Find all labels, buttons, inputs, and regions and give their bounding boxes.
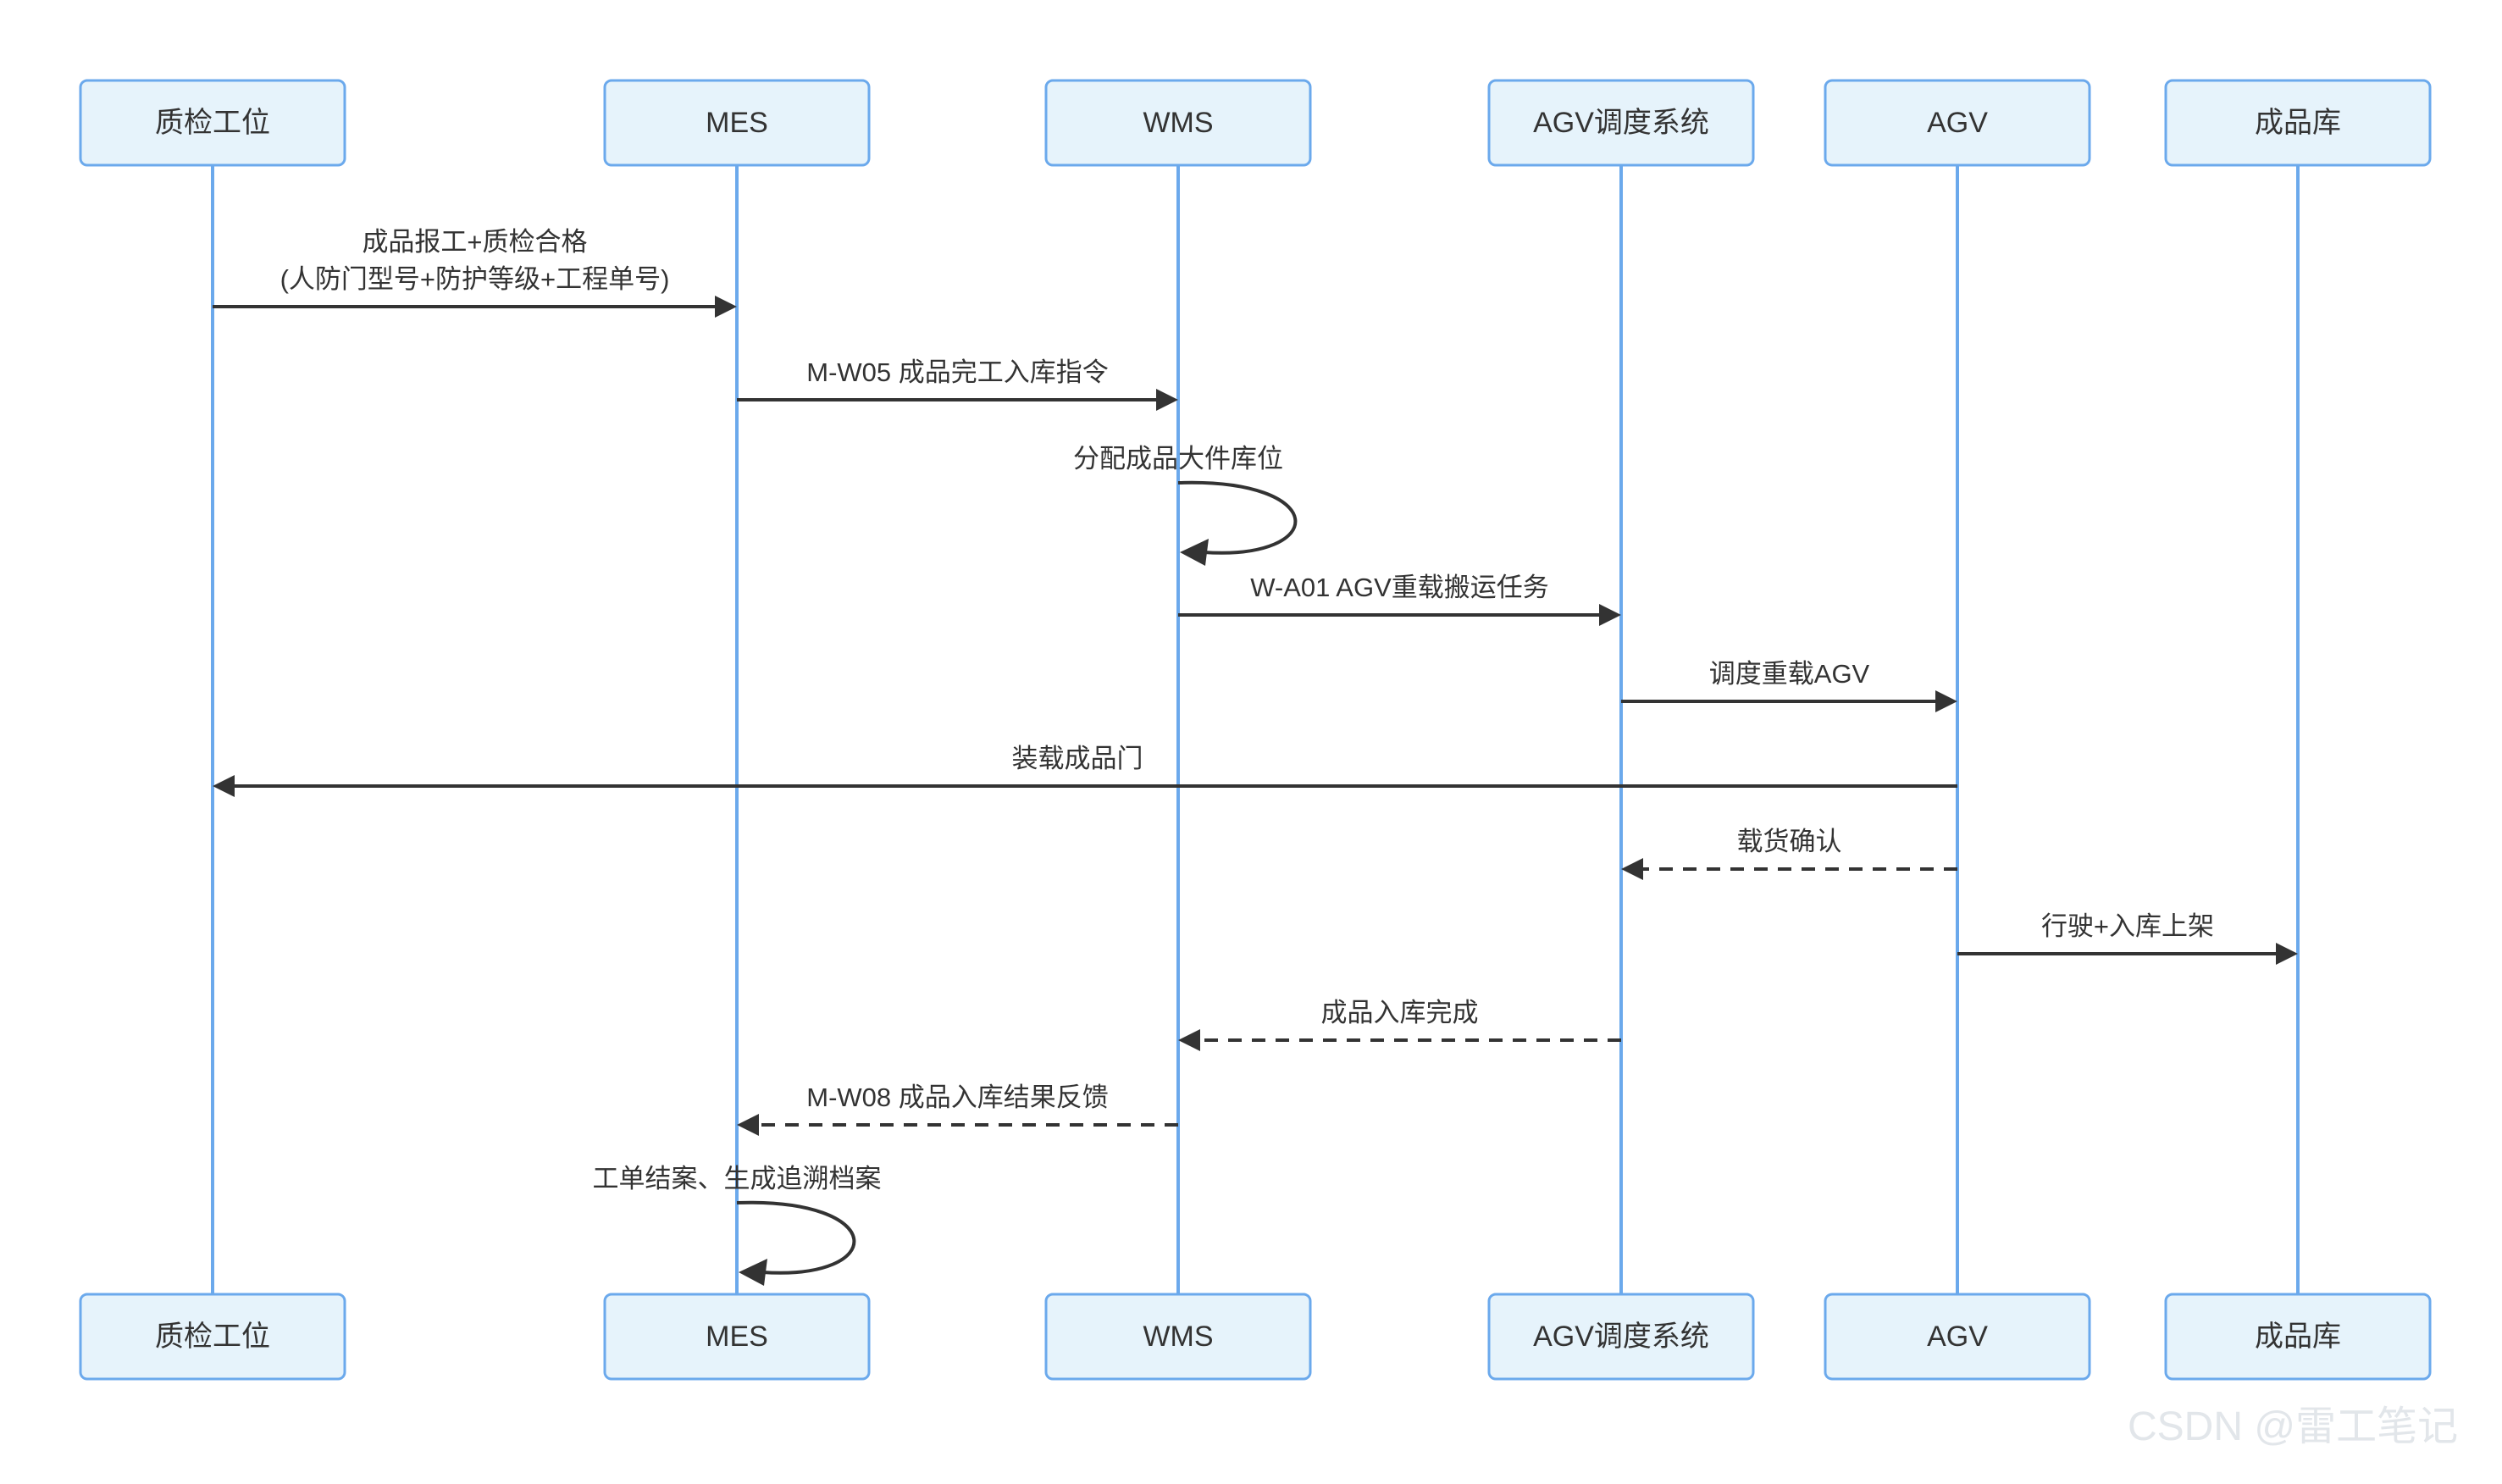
participant-box[interactable] xyxy=(1044,1293,1312,1381)
participant-box[interactable] xyxy=(1824,79,2091,167)
participant-fgk-bottom[interactable]: 成品库 xyxy=(2164,1293,2432,1381)
arrow-head xyxy=(739,1259,767,1286)
arrow-head xyxy=(737,1114,759,1136)
participant-box[interactable] xyxy=(1487,79,1755,167)
participant-agvs-bottom[interactable]: AGV调度系统 xyxy=(1487,1293,1755,1381)
self-message-loop xyxy=(736,1200,856,1275)
arrow-head xyxy=(1156,389,1178,411)
participant-qc-top[interactable]: 质检工位 xyxy=(79,79,346,167)
participant-mes-bottom[interactable]: MES xyxy=(603,1293,871,1381)
arrow-head xyxy=(1180,539,1209,566)
participant-label: MES xyxy=(706,107,768,139)
participant-label: AGV xyxy=(1927,1321,1988,1353)
message-label: 分配成品大件库位 xyxy=(1073,444,1283,473)
message-label: W-A01 AGV重载搬运任务 xyxy=(1250,573,1549,602)
participant-label: 质检工位 xyxy=(155,1321,270,1353)
lifeline-group xyxy=(211,165,2300,1294)
message-4[interactable]: W-A01 AGV重载搬运任务 xyxy=(1178,573,1621,626)
participant-box[interactable] xyxy=(2164,79,2432,167)
message-group: 成品报工+质检合格 (人防门型号+防护等级+工程单号) M-W05 成品完工入库指令… xyxy=(213,227,2298,1286)
participant-agv-bottom[interactable]: AGV xyxy=(1824,1293,2091,1381)
participant-box[interactable] xyxy=(79,79,346,167)
message-3[interactable]: 分配成品大件库位 xyxy=(1073,444,1298,566)
message-2[interactable]: M-W05 成品完工入库指令 xyxy=(737,357,1178,411)
message-9[interactable]: 成品入库完成 xyxy=(1178,998,1621,1051)
message-label: 装载成品门 xyxy=(1012,744,1143,773)
arrow-head xyxy=(1599,604,1621,626)
message-label: 成品报工+质检合格 xyxy=(362,227,587,257)
message-10[interactable]: M-W08 成品入库结果反馈 xyxy=(737,1083,1178,1136)
message-label: 行驶+入库上架 xyxy=(2041,911,2214,941)
participant-agv-top[interactable]: AGV xyxy=(1824,79,2091,167)
participant-box[interactable] xyxy=(2164,1293,2432,1381)
message-label: 工单结案、生成追溯档案 xyxy=(593,1164,882,1193)
message-label: 调度重载AGV xyxy=(1709,659,1870,689)
message-label: M-W05 成品完工入库指令 xyxy=(806,357,1109,387)
participant-label: MES xyxy=(706,1321,768,1353)
message-8[interactable]: 行驶+入库上架 xyxy=(1957,911,2298,965)
participant-wms-top[interactable]: WMS xyxy=(1044,79,1312,167)
participant-box[interactable] xyxy=(1044,79,1312,167)
arrow-head xyxy=(213,775,235,797)
participant-qc-bottom[interactable]: 质检工位 xyxy=(79,1293,346,1381)
arrow-head xyxy=(1621,858,1643,880)
arrow-head xyxy=(2276,943,2298,965)
participant-label: 质检工位 xyxy=(155,107,270,139)
csdn-watermark: CSDN @雷工笔记 xyxy=(2128,1404,2458,1449)
participant-label: AGV调度系统 xyxy=(1533,1321,1709,1353)
participant-label: AGV调度系统 xyxy=(1533,107,1709,139)
message-label: 成品入库完成 xyxy=(1321,998,1479,1027)
arrow-head xyxy=(715,296,737,318)
participant-box[interactable] xyxy=(1824,1293,2091,1381)
self-message-loop xyxy=(1177,480,1298,555)
participant-boxes-top: 质检工位 MES WMS AGV调度系统 AGV 成品库 xyxy=(79,79,2432,167)
message-label: M-W08 成品入库结果反馈 xyxy=(806,1083,1109,1112)
participant-label: WMS xyxy=(1143,1321,1213,1353)
participant-box[interactable] xyxy=(603,1293,871,1381)
participant-label: AGV xyxy=(1927,107,1988,139)
message-1[interactable]: 成品报工+质检合格 (人防门型号+防护等级+工程单号) xyxy=(213,227,737,318)
participant-boxes-bottom: 质检工位 MES WMS AGV调度系统 AGV 成品库 xyxy=(79,1293,2432,1381)
participant-label: 成品库 xyxy=(2255,1321,2341,1353)
participant-box[interactable] xyxy=(603,79,871,167)
message-label: 载货确认 xyxy=(1737,827,1842,856)
participant-mes-top[interactable]: MES xyxy=(603,79,871,167)
message-5[interactable]: 调度重载AGV xyxy=(1621,659,1957,712)
participant-box[interactable] xyxy=(1487,1293,1755,1381)
participant-wms-bottom[interactable]: WMS xyxy=(1044,1293,1312,1381)
participant-label: 成品库 xyxy=(2255,107,2341,139)
participant-box[interactable] xyxy=(79,1293,346,1381)
arrow-head xyxy=(1178,1029,1200,1051)
message-6[interactable]: 装载成品门 xyxy=(213,744,1957,797)
message-label: (人防门型号+防护等级+工程单号) xyxy=(280,264,670,294)
participant-agvs-top[interactable]: AGV调度系统 xyxy=(1487,79,1755,167)
participant-label: WMS xyxy=(1143,107,1213,139)
message-11[interactable]: 工单结案、生成追溯档案 xyxy=(593,1164,882,1286)
participant-fgk-top[interactable]: 成品库 xyxy=(2164,79,2432,167)
arrow-head xyxy=(1935,690,1957,712)
message-7[interactable]: 载货确认 xyxy=(1621,827,1957,880)
